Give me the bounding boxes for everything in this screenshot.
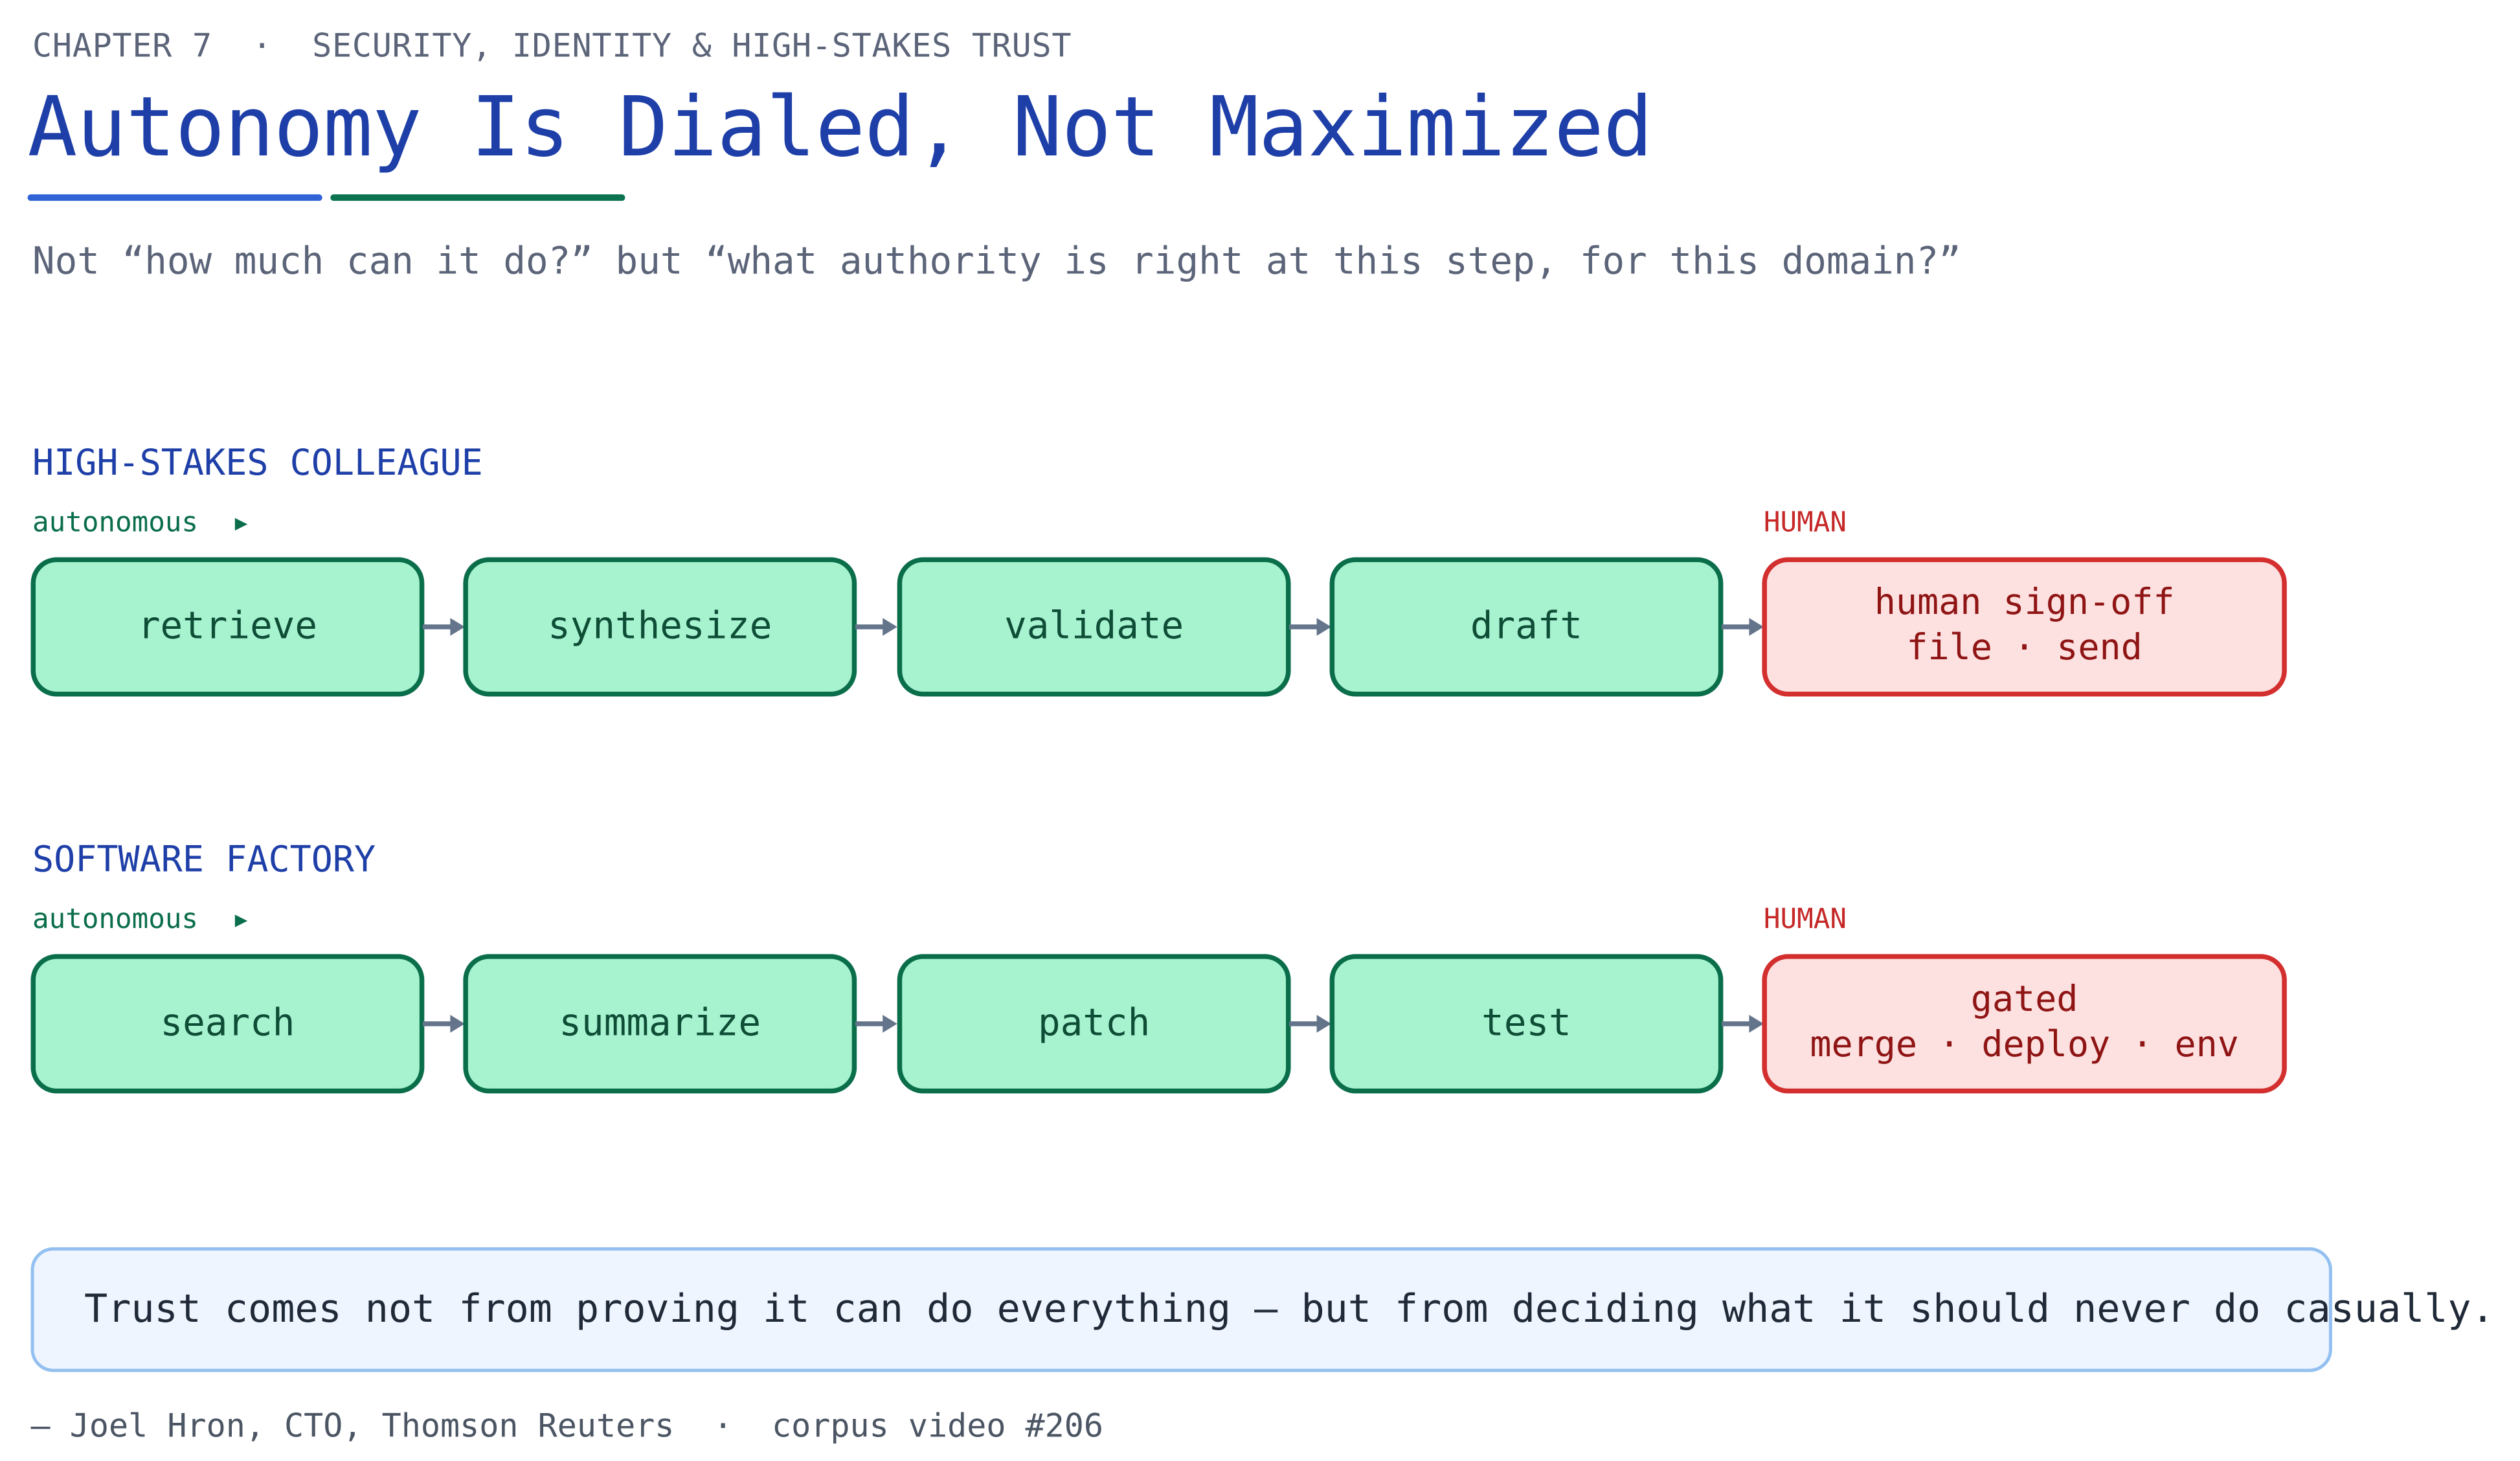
page-subtitle: Not “how much can it do?” but “what auth… [32,241,1961,284]
step-validate: validate [897,557,1291,697]
arrow-right-icon [1289,618,1332,636]
arrow-right-icon [855,1015,897,1033]
step-synthesize: synthesize [463,557,857,697]
step-draft: draft [1329,557,1724,697]
step-retrieve: retrieve [30,557,425,697]
arrow-right-icon [1721,1015,1764,1033]
human-gate: human sign-off file · send [1762,557,2287,697]
arrow-right-icon [422,1015,465,1033]
arrow-right-icon [1289,1015,1332,1033]
human-label: HUMAN [1763,903,1847,936]
step-summarize: summarize [463,954,857,1094]
gate-line-1: gated [1970,980,2078,1021]
quote-attribution: — Joel Hron, CTO, Thomson Reuters · corp… [30,1406,1104,1445]
gate-line-1: human sign-off [1874,583,2175,624]
chapter-eyebrow: CHAPTER 7 · SECURITY, IDENTITY & HIGH-ST… [32,26,1072,65]
human-label: HUMAN [1763,506,1847,539]
title-underline-green [330,194,625,201]
autonomous-label: autonomous [32,903,199,936]
title-underline-blue [27,194,322,201]
step-test: test [1329,954,1724,1094]
quote-box [30,1247,2332,1372]
lane-title: SOFTWARE FACTORY [32,841,376,881]
step-patch: patch [897,954,1291,1094]
page-title: Autonomy Is Dialed, Not Maximized [27,81,1653,177]
arrow-right-icon [1721,618,1764,636]
play-arrow-icon: ▶ [234,512,248,536]
play-arrow-icon: ▶ [234,909,248,933]
step-search: search [30,954,425,1094]
autonomous-label: autonomous [32,506,199,539]
human-gate: gated merge · deploy · env [1762,954,2287,1094]
gate-line-2: merge · deploy · env [1810,1025,2239,1066]
lane-title: HIGH-STAKES COLLEAGUE [32,444,483,484]
arrow-right-icon [855,618,897,636]
quote-text: Trust comes not from proving it can do e… [84,1286,2495,1332]
gate-line-2: file · send [1906,628,2143,670]
arrow-right-icon [422,618,465,636]
